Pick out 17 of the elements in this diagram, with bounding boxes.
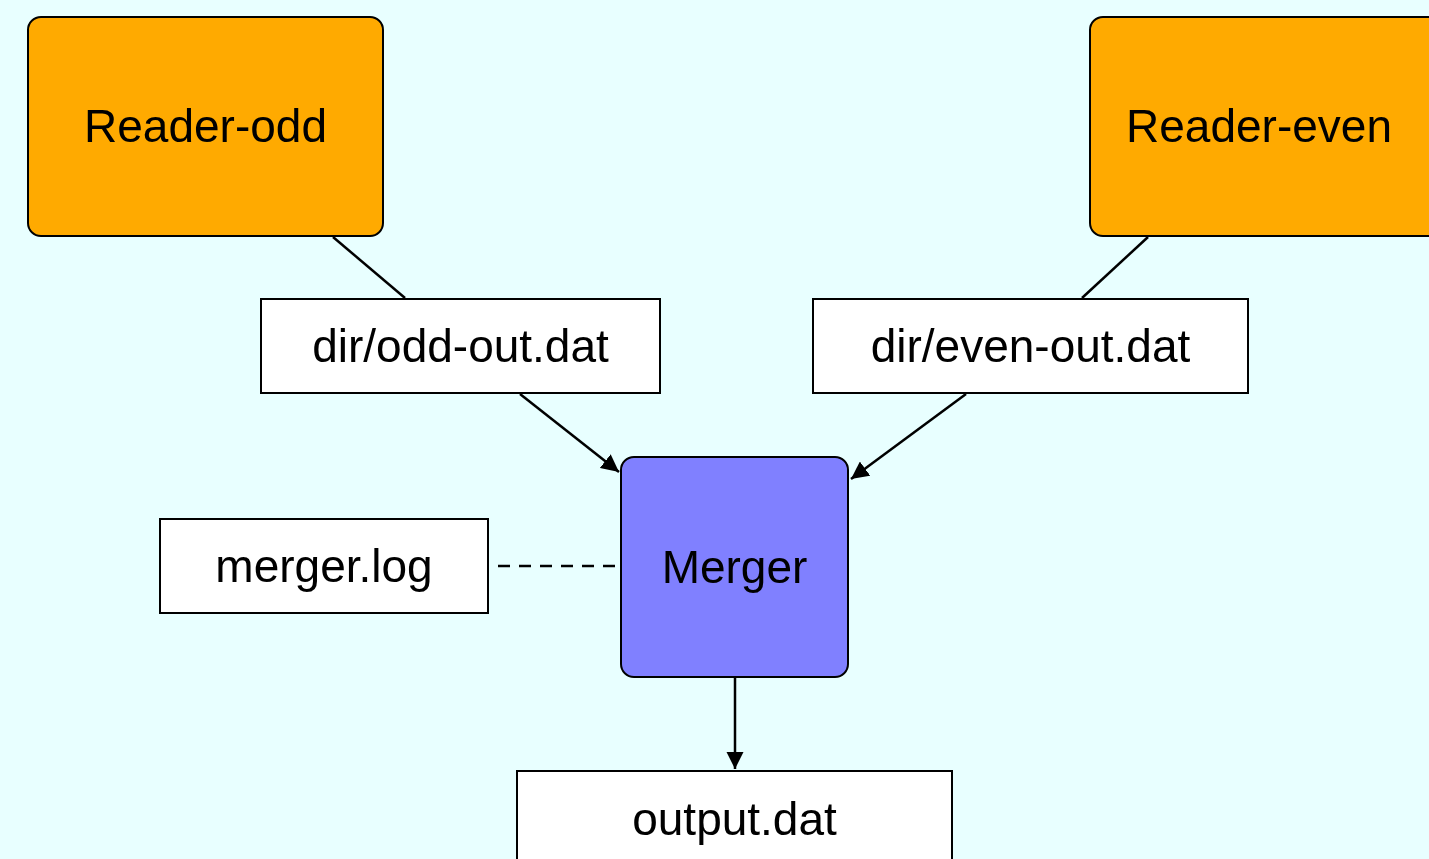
node-label: dir/even-out.dat (870, 320, 1191, 372)
process-box (27, 16, 384, 237)
arrow (850, 393, 967, 480)
node-label: dir/odd-out.dat (312, 320, 609, 372)
file-box (812, 298, 1249, 394)
node-label: Reader-even (1126, 101, 1392, 152)
file-box (159, 518, 489, 614)
process-box (1089, 16, 1429, 237)
arrow (726, 678, 744, 769)
process-box (620, 456, 849, 678)
node-label: Merger (661, 541, 808, 593)
arrow (519, 393, 620, 473)
node-label: merger.log (215, 540, 433, 592)
file-box (516, 770, 953, 859)
node-label: output.dat (632, 794, 837, 845)
file-box (260, 298, 661, 394)
node-label: Reader-odd (84, 101, 327, 152)
